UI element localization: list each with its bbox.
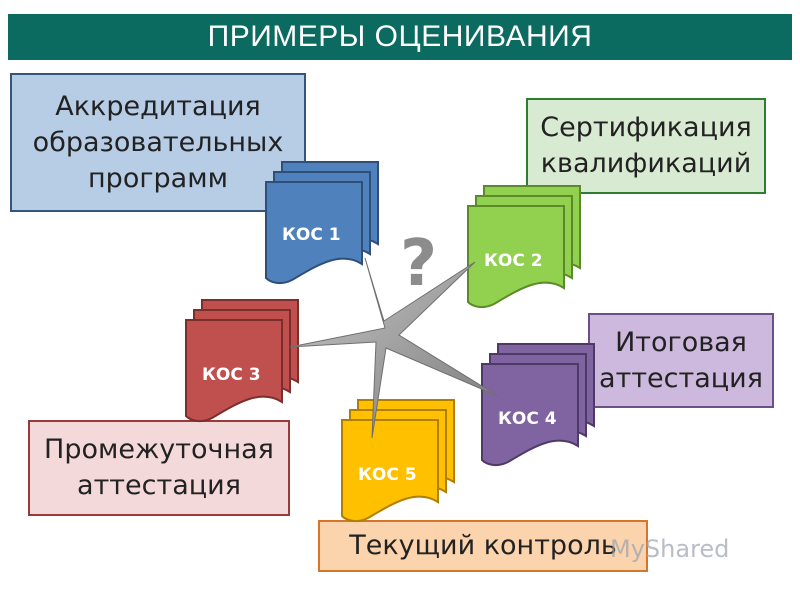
watermark-logo: MyShared <box>610 535 730 563</box>
box-current-control-label: Текущий контроль <box>349 530 617 561</box>
box-intermediate-attestation-label: Промежуточная аттестация <box>44 434 274 501</box>
star-shape <box>289 257 499 439</box>
box-final-attestation: Итоговая аттестация <box>588 313 774 408</box>
box-accreditation-label: Аккредитация образовательных программ <box>32 90 284 194</box>
doc-stack-kos1: КОС 1 <box>265 161 379 285</box>
box-current-control: Текущий контроль <box>318 520 648 572</box>
doc-stack-kos4: КОС 4 <box>481 343 595 467</box>
doc-stack-kos3: КОС 3 <box>185 299 299 423</box>
slide-title: ПРИМЕРЫ ОЦЕНИВАНИЯ <box>8 14 792 60</box>
box-final-attestation-label: Итоговая аттестация <box>599 326 763 394</box>
box-certification: Сертификация квалификаций <box>526 98 766 194</box>
doc-label-kos1: КОС 1 <box>282 225 341 245</box>
doc-label-kos4: КОС 4 <box>498 409 557 429</box>
box-certification-label: Сертификация квалификаций <box>540 112 752 179</box>
box-accreditation: Аккредитация образовательных программ <box>10 73 306 212</box>
box-intermediate-attestation: Промежуточная аттестация <box>28 420 290 516</box>
doc-label-kos5: КОС 5 <box>358 465 417 485</box>
question-mark-icon: ? <box>400 227 438 301</box>
doc-stack-kos5: КОС 5 <box>341 399 455 523</box>
doc-stack-kos2: КОС 2 <box>467 185 581 309</box>
doc-label-kos2: КОС 2 <box>484 251 543 271</box>
doc-label-kos3: КОС 3 <box>202 365 261 385</box>
